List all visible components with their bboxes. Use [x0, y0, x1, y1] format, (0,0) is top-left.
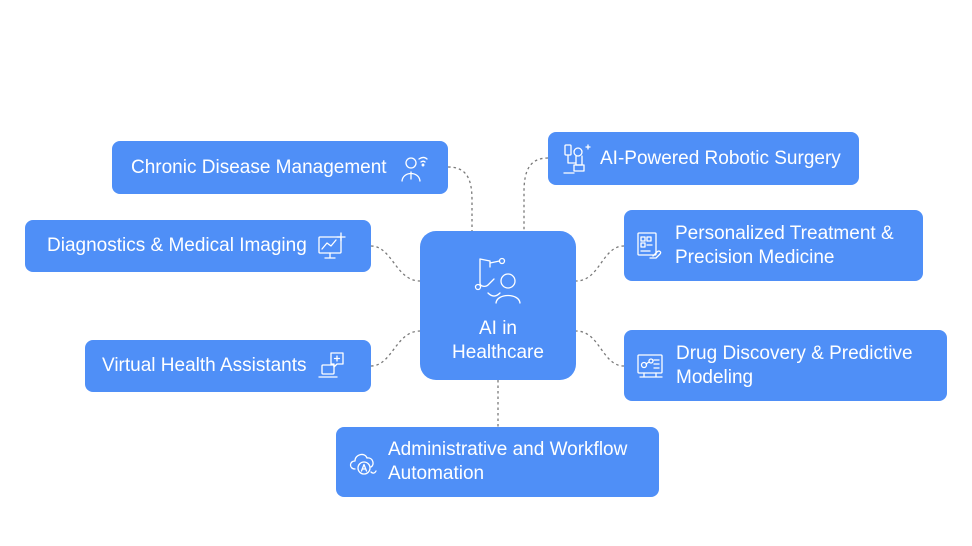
connector-diagnostics [370, 245, 421, 282]
node-label: Chronic Disease Management [131, 156, 387, 178]
connector-virtual [370, 330, 421, 367]
node-administrative-workflow-automation: Administrative and Workflow Automation [336, 427, 659, 497]
center-title-line-1: AI in [478, 318, 518, 339]
monitor-chart-plus-icon [317, 231, 347, 261]
molecule-chart-icon [636, 351, 666, 381]
center-title-line-2: Healthcare [452, 342, 544, 363]
doctor-wifi-icon [399, 153, 429, 183]
node-personalized-treatment-precision-medicine: Personalized Treatment & Precision Medic… [624, 210, 923, 281]
node-label-group: Drug Discovery & Predictive Modeling [676, 342, 913, 390]
node-virtual-health-assistants: Virtual Health Assistants [85, 340, 371, 392]
center-node: AI in Healthcare [420, 231, 576, 380]
node-label-line-1: Drug Discovery & Predictive [676, 342, 913, 364]
node-label: Diagnostics & Medical Imaging [47, 235, 307, 256]
robotic-arm-icon [562, 143, 592, 175]
connector-robotic [523, 157, 549, 232]
node-label-group: Administrative and Workflow Automation [388, 438, 627, 486]
node-label: Virtual Health Assistants [102, 355, 307, 376]
node-ai-powered-robotic-surgery: AI-Powered Robotic Surgery [548, 132, 859, 185]
node-chronic-disease-management: Chronic Disease Management [112, 141, 448, 194]
connector-chronic [447, 166, 473, 232]
data-document-hand-icon [635, 230, 665, 262]
node-label-line-1: Personalized Treatment & [675, 222, 894, 244]
chat-medical-laptop-icon [317, 351, 347, 381]
node-drug-discovery-predictive-modeling: Drug Discovery & Predictive Modeling [624, 330, 947, 401]
node-label-line-1: Administrative and Workflow [388, 439, 628, 460]
node-label: AI-Powered Robotic Surgery [600, 147, 841, 169]
node-diagnostics-medical-imaging: Diagnostics & Medical Imaging [25, 220, 371, 272]
node-label-line-2: Modeling [676, 366, 754, 388]
cloud-ai-icon [347, 447, 379, 477]
node-label-group: Personalized Treatment & Precision Medic… [675, 222, 894, 270]
node-label-line-2: Precision Medicine [675, 246, 835, 268]
node-label-line-2: Automation [388, 463, 485, 484]
hand-drip-user-icon [420, 253, 576, 311]
connector-personalized [575, 245, 625, 282]
connector-drug [575, 330, 625, 367]
